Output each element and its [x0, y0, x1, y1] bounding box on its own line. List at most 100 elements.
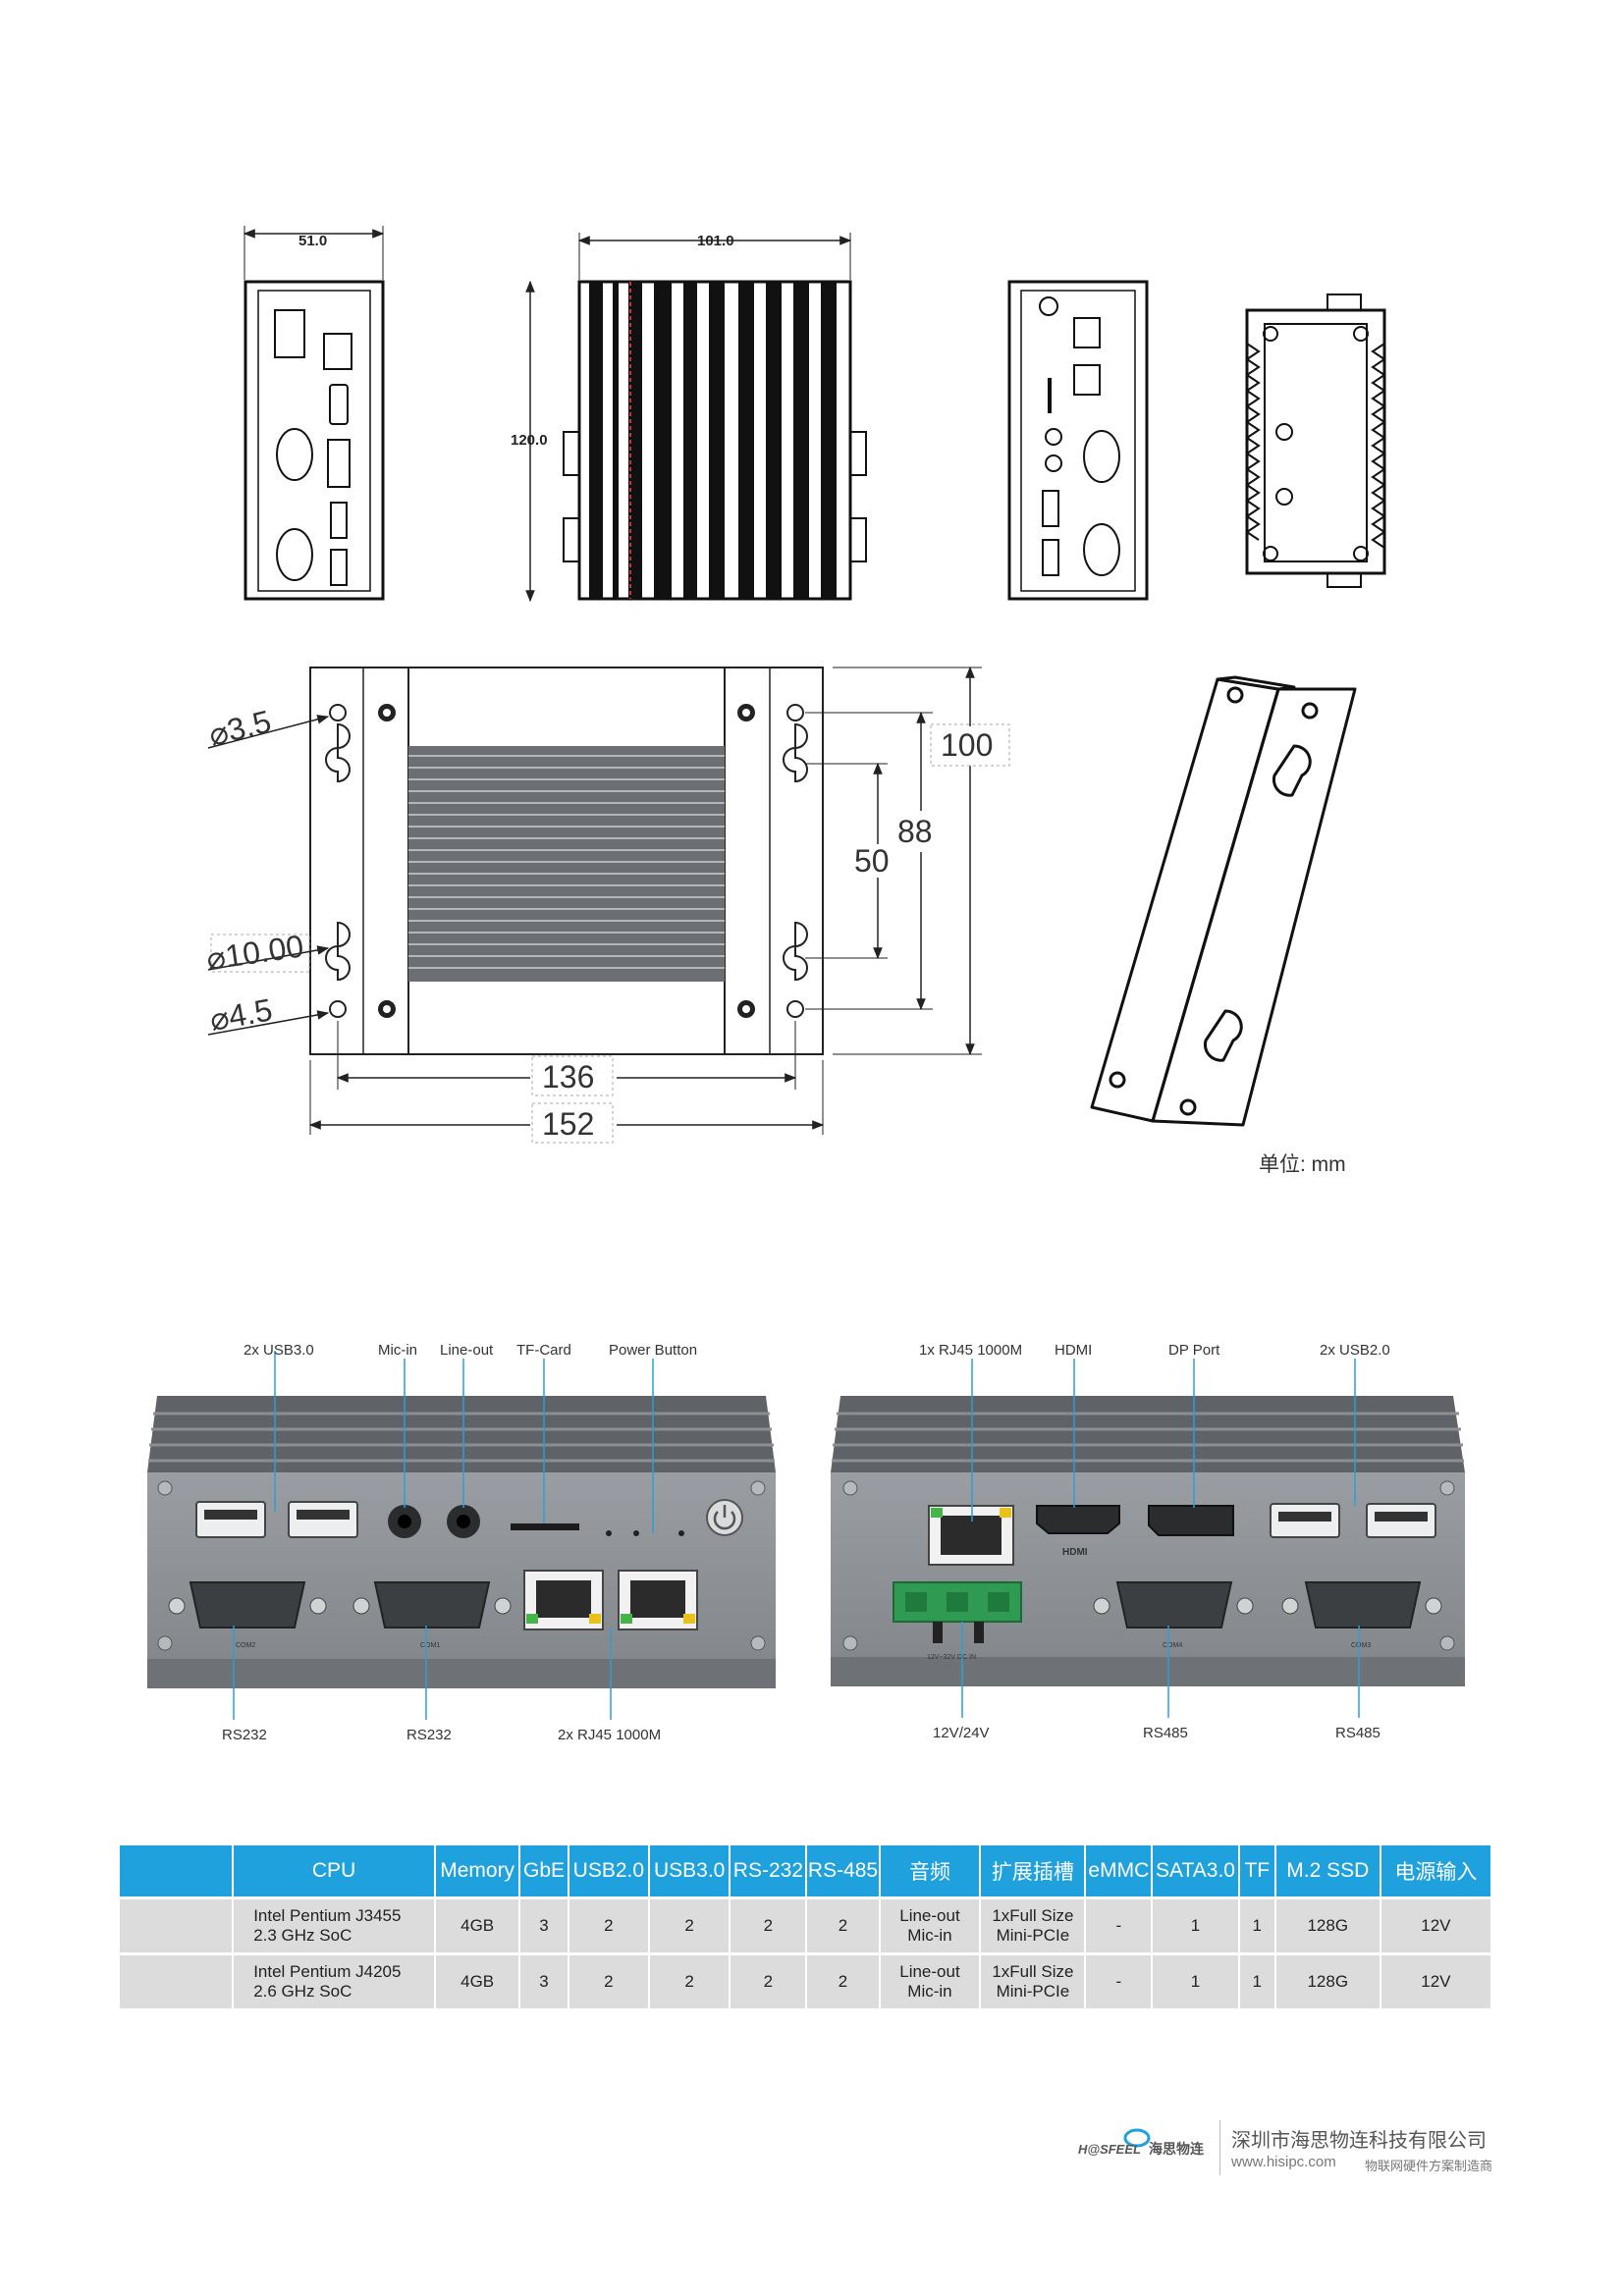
callout-dp-port: DP Port — [1168, 1342, 1220, 1359]
usb2-cell: 2 — [568, 1952, 651, 2008]
header-rs485: RS-485 — [806, 1845, 881, 1898]
top-view-drawing — [1245, 294, 1386, 588]
callout-hdmi: HDMI — [1055, 1342, 1092, 1359]
hdmi-label: HDMI — [1062, 1547, 1088, 1558]
row-blank — [120, 1896, 235, 1954]
power-terminal — [893, 1581, 1022, 1643]
logo-cn: 海思物连 — [1149, 2141, 1205, 2157]
usb3-cell: 2 — [649, 1952, 731, 2008]
usb2-ports — [1270, 1503, 1436, 1538]
header-audio: 音频 — [879, 1845, 982, 1898]
rs485-cell: 2 — [806, 1952, 881, 2008]
dim-v-mid: 88 — [897, 814, 933, 849]
logo-text: H@SFEEL — [1078, 2142, 1141, 2157]
rear-com-left-label: COM4 — [1163, 1642, 1182, 1649]
front-panel-photo: COM2 COM1 2x USB3.0 Mic-in Line-out TF-C… — [147, 1342, 776, 1743]
tf-card-slot — [511, 1523, 579, 1530]
callout-rs232-a: RS232 — [222, 1727, 267, 1743]
header-power: 电源输入 — [1380, 1845, 1493, 1898]
rj45-ports-front — [523, 1570, 698, 1630]
callout-usb30: 2x USB3.0 — [244, 1342, 314, 1359]
dim-v-outer: 100 — [941, 727, 993, 763]
rear-panel-photo: HDMI 12V~32V DC IN COM4 COM3 — [831, 1342, 1465, 1741]
callout-rs485-a: RS485 — [1143, 1725, 1188, 1741]
dim-front-width: 51.0 — [298, 233, 327, 249]
front-view-drawing: 51.0 — [243, 226, 385, 601]
spec-table: CPU Memory GbE USB2.0 USB3.0 RS-232 RS-4… — [120, 1845, 1493, 2008]
dimension-drawings: 51.0 101.0 120.0 — [204, 226, 1386, 1144]
rear-view-drawing — [1007, 280, 1149, 601]
hdmi-port — [1036, 1505, 1120, 1534]
header-usb2: USB2.0 — [568, 1845, 651, 1898]
power-cell: 12V — [1380, 1952, 1493, 2008]
header-memory: Memory — [434, 1845, 521, 1898]
rear-com-right-label: COM3 — [1351, 1642, 1371, 1649]
dim-hole-d2: ⌀10.00 — [204, 928, 305, 976]
tf-cell: 1 — [1238, 1952, 1276, 2008]
cpu-line2: 2.6 GHz SoC — [253, 1982, 352, 2001]
callout-rj45-rear: 1x RJ45 1000M — [919, 1342, 1022, 1359]
slot-line2: Mini-PCIe — [996, 1982, 1070, 2001]
company-logo: H@SFEEL 海思物连 — [1078, 2128, 1205, 2157]
ssd-cell: 128G — [1274, 1952, 1381, 2008]
callout-mic-in: Mic-in — [378, 1342, 417, 1359]
gbe-cell: 3 — [519, 1952, 569, 2008]
row-blank — [120, 1952, 235, 2008]
footer-url: www.hisipc.com — [1231, 2154, 1336, 2170]
front-com-left-label: COM2 — [236, 1642, 255, 1649]
dim-v-small: 50 — [854, 843, 890, 879]
dim-hole-d1: ⌀3.5 — [205, 703, 275, 752]
rj45-port-rear — [928, 1505, 1014, 1566]
slot-line2: Mini-PCIe — [996, 1926, 1070, 1945]
callout-12v-24v: 12V/24V — [933, 1725, 990, 1741]
dim-hole-d3: ⌀4.5 — [207, 991, 275, 1038]
units-label: 单位: mm — [1259, 1153, 1346, 1176]
callout-tf-card: TF-Card — [516, 1342, 571, 1359]
dp-port — [1148, 1505, 1234, 1536]
footer-divider — [1219, 2120, 1220, 2175]
mounting-plate-drawing: ⌀3.5 ⌀10.00 ⌀4.5 136 152 50 88 100 — [204, 666, 1010, 1144]
spec-table-header: CPU Memory GbE USB2.0 USB3.0 RS-232 RS-4… — [120, 1845, 1493, 1898]
slot-line1: 1xFull Size — [992, 1906, 1074, 1925]
header-ssd: M.2 SSD — [1274, 1845, 1381, 1898]
footer-slogan: 物联网硬件方案制造商 — [1365, 2159, 1493, 2173]
dim-side-width: 101.0 — [697, 233, 734, 249]
front-com-right-label: COM1 — [420, 1642, 440, 1649]
cpu-line1: Intel Pentium J3455 — [253, 1906, 402, 1925]
usb3-cell: 2 — [649, 1896, 731, 1954]
rs232-cell: 2 — [730, 1896, 808, 1954]
com-ports-front — [168, 1581, 512, 1629]
header-slot: 扩展插槽 — [980, 1845, 1087, 1898]
audio-line2: Mic-in — [907, 1982, 952, 2001]
callout-line-out: Line-out — [440, 1342, 494, 1359]
header-rs232: RS-232 — [730, 1845, 808, 1898]
dim-side-height: 120.0 — [511, 432, 548, 449]
cpu-line2: 2.3 GHz SoC — [253, 1926, 352, 1945]
callout-power-button: Power Button — [609, 1342, 697, 1359]
audio-line1: Line-out — [899, 1962, 960, 1981]
gbe-cell: 3 — [519, 1896, 569, 1954]
bracket-drawing — [1090, 675, 1357, 1127]
header-emmc: eMMC — [1085, 1845, 1154, 1898]
header-cpu: CPU — [233, 1845, 436, 1898]
device-photos: COM2 COM1 2x USB3.0 Mic-in Line-out TF-C… — [147, 1342, 1465, 1743]
emmc-cell: - — [1085, 1896, 1154, 1954]
sata-cell: 1 — [1152, 1896, 1240, 1954]
usb2-cell: 2 — [568, 1896, 651, 1954]
header-blank — [120, 1845, 235, 1898]
memory-cell: 4GB — [434, 1896, 521, 1954]
rs232-cell: 2 — [730, 1952, 808, 2008]
footer-company: 深圳市海思物连科技有限公司 — [1231, 2130, 1487, 2152]
callout-rs485-b: RS485 — [1335, 1725, 1380, 1741]
callout-rj45-x2: 2x RJ45 1000M — [558, 1727, 661, 1743]
tf-cell: 1 — [1238, 1896, 1276, 1954]
audio-jacks — [388, 1505, 480, 1538]
callout-rs232-b: RS232 — [406, 1727, 452, 1743]
